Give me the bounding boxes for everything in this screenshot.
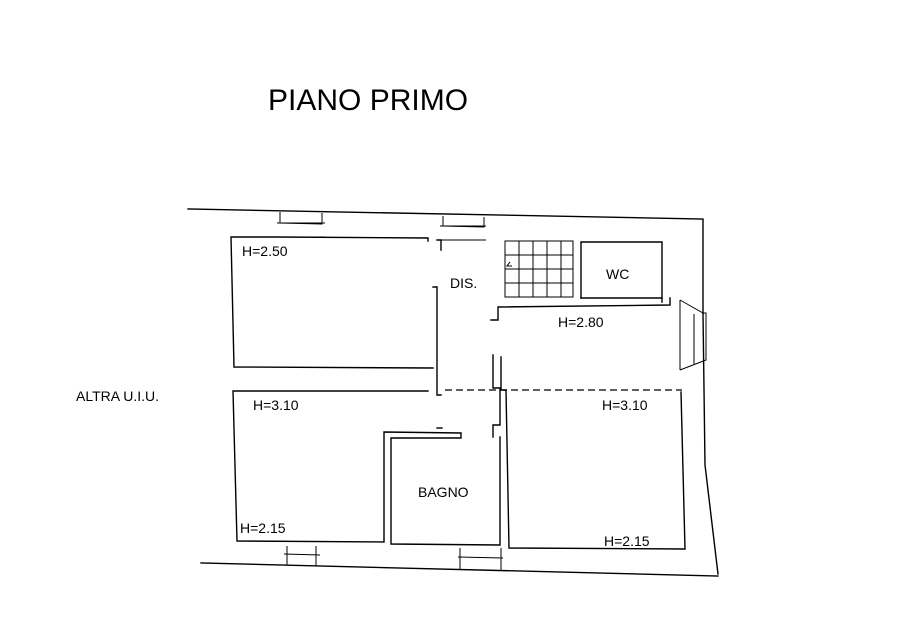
outer-walls: [187, 208, 719, 577]
room-bottom-right: [492, 354, 686, 550]
south-outer-wall: [200, 562, 719, 577]
left-room-height-top: H=3.10: [253, 397, 299, 413]
corridor-height: H=2.80: [558, 314, 604, 330]
wc-label: WC: [606, 266, 629, 282]
wc-room: [580, 241, 663, 303]
right-room-height-top: H=3.10: [602, 397, 648, 413]
altra-uiu-label: ALTRA U.I.U.: [76, 388, 159, 404]
dis-label: DIS.: [450, 275, 477, 291]
bagno-label: BAGNO: [418, 484, 469, 500]
window-north-2: [442, 216, 485, 228]
room-top-left-height: H=2.50: [242, 243, 288, 259]
left-room-height-bottom: H=2.15: [240, 520, 286, 536]
east-outer-wall: [702, 312, 719, 575]
north-windows: [277, 212, 486, 241]
right-room-height-bottom: H=2.15: [604, 533, 650, 549]
stairs: [504, 240, 574, 298]
south-windows: [283, 546, 504, 570]
corridor-wall: [490, 297, 671, 321]
window-north-1: [279, 212, 323, 225]
stair-arrow-icon: [506, 261, 512, 267]
east-window: [679, 299, 707, 371]
north-outer-wall: [187, 208, 704, 314]
room-top-left: [230, 236, 442, 396]
room-bottom-left: [232, 390, 501, 546]
plan-title: PIANO PRIMO: [268, 84, 468, 117]
